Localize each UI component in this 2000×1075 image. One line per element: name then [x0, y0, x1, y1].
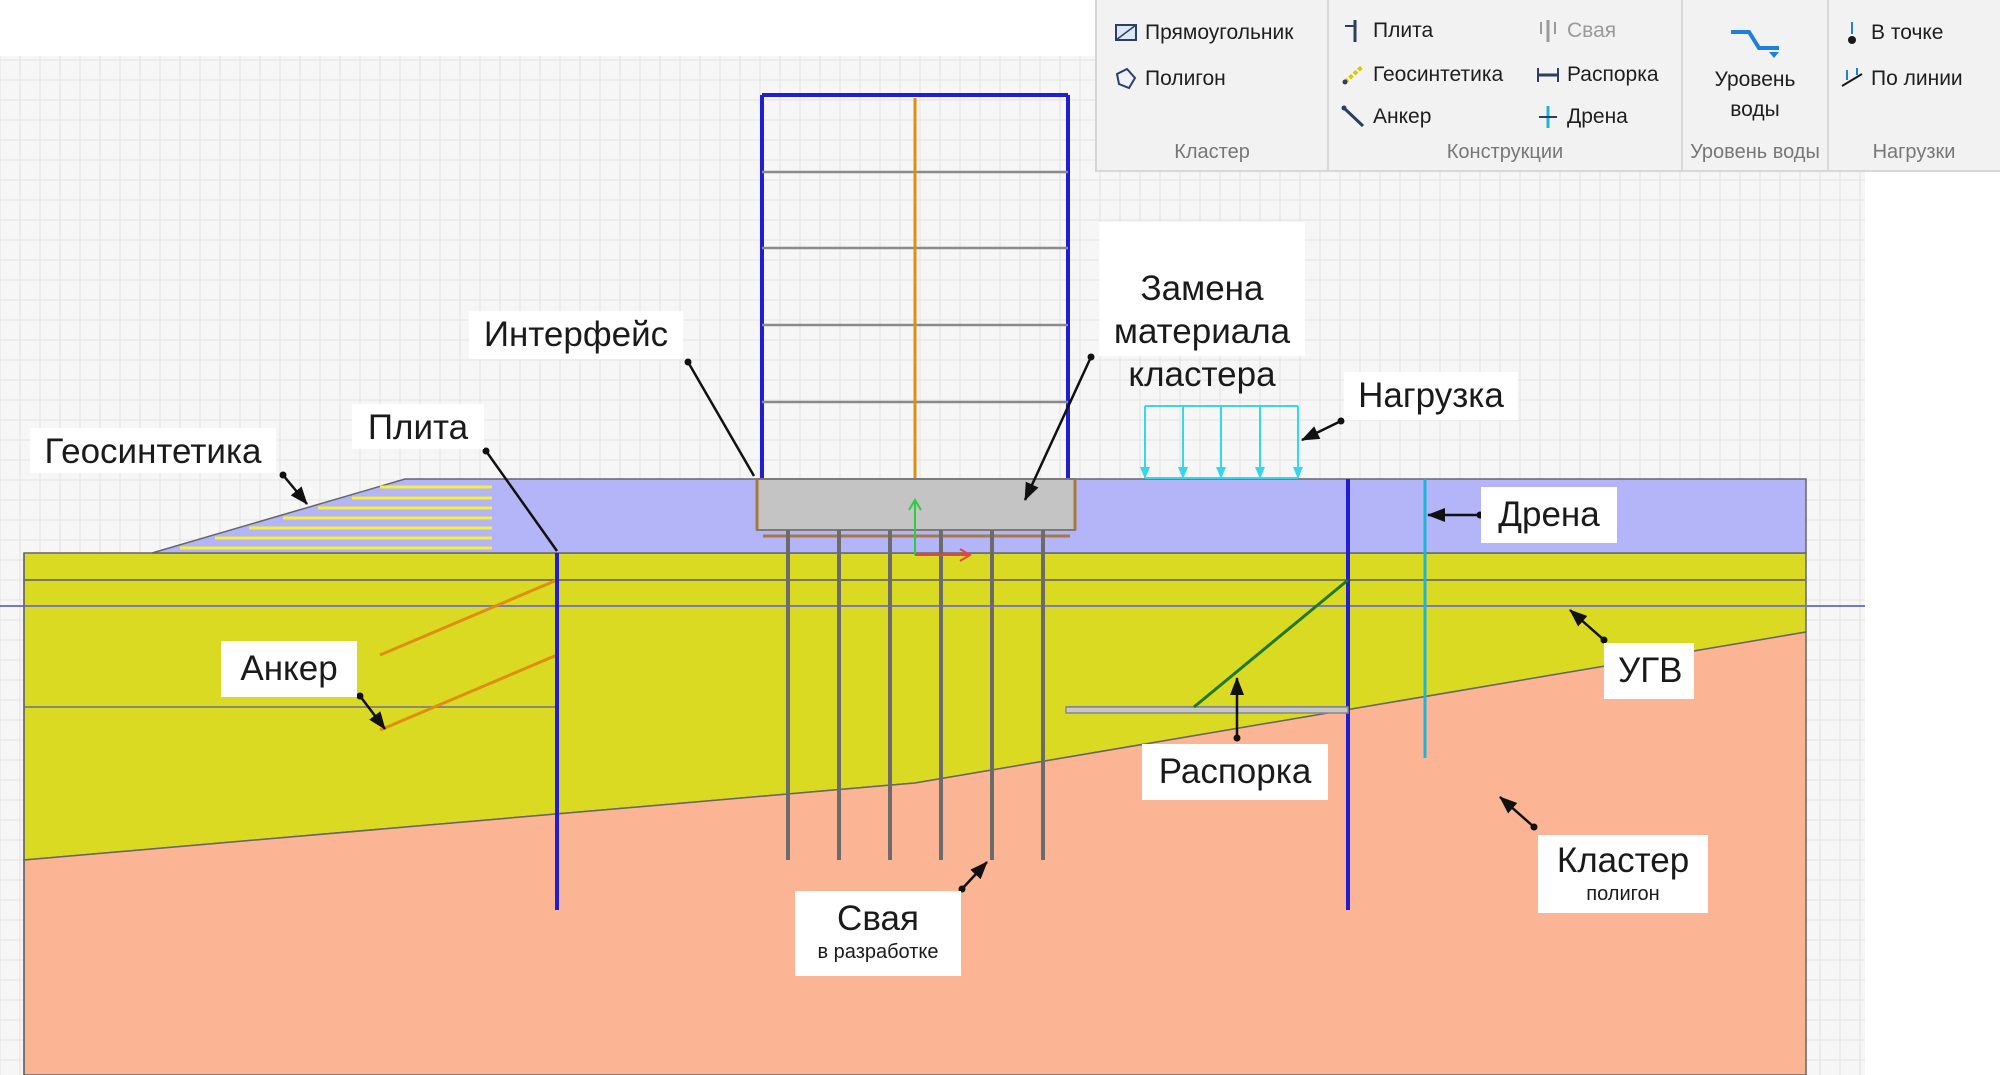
drain-button[interactable]: Дрена [1535, 104, 1628, 130]
plate-button[interactable]: Плита [1341, 18, 1433, 44]
leader-cluster [1499, 796, 1538, 831]
water-level-button[interactable]: Уровень воды [1683, 22, 1827, 125]
water-level-label: Уровень воды [1714, 68, 1796, 121]
line-load-button[interactable]: По линии [1839, 66, 1963, 92]
callout-gwl: УГВ [1604, 643, 1694, 699]
callout-anchor: Анкер [221, 641, 357, 697]
ribbon-group-water-caption: Уровень воды [1690, 141, 1820, 163]
point-load-label: В точке [1871, 21, 1944, 44]
ribbon-toolbar: Прямоугольник Полигон Кластер Плита Геос… [1095, 0, 2000, 172]
callout-load-text: Нагрузка [1358, 376, 1504, 415]
callout-interface-text: Интерфейс [483, 315, 669, 354]
rectangle-button[interactable]: Прямоугольник [1113, 20, 1293, 46]
callout-load: Нагрузка [1344, 372, 1518, 420]
y-axis-gizmo-arrow [908, 498, 922, 511]
callout-interface: Интерфейс [469, 311, 683, 359]
leader-pile [958, 861, 988, 893]
plate-icon [1345, 20, 1357, 42]
rectangle-label: Прямоугольник [1145, 21, 1294, 44]
callout-drain-text: Дрена [1498, 495, 1600, 534]
callout-drain: Дрена [1481, 487, 1617, 543]
plate-label: Плита [1373, 19, 1434, 42]
callout-pile: Свая в разработке [795, 891, 961, 976]
anchor[interactable] [379, 578, 558, 657]
x-axis-gizmo-arrow [959, 548, 972, 562]
geosynthetic-icon [1342, 64, 1365, 85]
callout-geosynthetics-text: Геосинтетика [44, 432, 262, 471]
strut-label: Распорка [1567, 63, 1659, 86]
strut-button[interactable]: Распорка [1535, 62, 1659, 88]
line-load-label: По линии [1871, 67, 1963, 90]
callout-cluster-subtext: полигон [1586, 883, 1660, 905]
point-load-button[interactable]: В точке [1839, 20, 1944, 46]
callout-replace-material-text: Замена материала кластера [1113, 269, 1291, 394]
anchor-icon [1341, 105, 1365, 128]
pile-button[interactable]: Свая [1535, 18, 1616, 44]
callout-cluster-text: Кластер [1556, 841, 1690, 880]
polygon-icon [1115, 67, 1137, 90]
piles[interactable] [786, 530, 1045, 860]
distributed-load[interactable] [1140, 405, 1303, 479]
callout-gwl-text: УГВ [1618, 651, 1683, 690]
anchor-button[interactable]: Анкер [1341, 104, 1431, 130]
pile-label: Свая [1567, 19, 1617, 42]
leader-plate [482, 447, 559, 552]
ribbon-group-water: Уровень воды Уровень воды [1683, 0, 1829, 170]
leader-load [1301, 417, 1345, 442]
callout-pile-text: Свая [837, 899, 919, 938]
geosynthetic-label: Геосинтетика [1373, 63, 1504, 86]
excavation-base-plate[interactable] [1065, 706, 1349, 714]
leader-anchor [356, 692, 386, 730]
callout-strut: Распорка [1142, 744, 1328, 800]
point-load-icon [1848, 22, 1856, 44]
pile-icon [1540, 20, 1556, 42]
anchor[interactable] [379, 653, 558, 732]
ribbon-group-loads-caption: Нагрузки [1872, 141, 1956, 163]
ribbon-group-constructions: Плита Геосинтетика Анкер Свая [1329, 0, 1683, 170]
leader-geosynthetics [279, 471, 308, 505]
callout-replace-material: Замена материала кластера [1099, 222, 1305, 394]
callout-geosynthetics: Геосинтетика [30, 428, 276, 473]
drain-icon [1539, 106, 1557, 128]
callout-plate-text: Плита [367, 408, 469, 447]
geosynthetic-layers[interactable] [180, 485, 492, 550]
leader-gwl [1569, 609, 1608, 644]
ribbon-group-cluster: Прямоугольник Полигон Кластер [1097, 0, 1329, 170]
geosynthetic-button[interactable]: Геосинтетика [1341, 62, 1503, 88]
leader-interface [684, 358, 756, 477]
callout-pile-subtext: в разработке [817, 941, 939, 963]
callout-cluster: Кластер полигон [1538, 835, 1708, 913]
rectangle-icon [1115, 24, 1137, 41]
drain-label: Дрена [1567, 105, 1628, 128]
anchor-label: Анкер [1373, 105, 1432, 128]
ribbon-group-constructions-caption: Конструкции [1446, 141, 1564, 163]
line-load-icon [1841, 68, 1863, 87]
callout-anchor-text: Анкер [240, 649, 338, 688]
ribbon-group-cluster-caption: Кластер [1174, 141, 1250, 163]
building[interactable] [760, 93, 1070, 479]
callout-strut-text: Распорка [1158, 752, 1312, 791]
polygon-label: Полигон [1145, 67, 1226, 90]
strut-icon [1537, 68, 1559, 82]
leader-replace-material [1023, 353, 1095, 501]
strut[interactable] [1193, 578, 1349, 709]
water-level-icon [1731, 30, 1779, 58]
ribbon-group-loads: В точке По линии Нагрузки [1829, 0, 1999, 170]
polygon-button[interactable]: Полигон [1113, 66, 1226, 92]
callout-plate: Плита [352, 404, 484, 449]
